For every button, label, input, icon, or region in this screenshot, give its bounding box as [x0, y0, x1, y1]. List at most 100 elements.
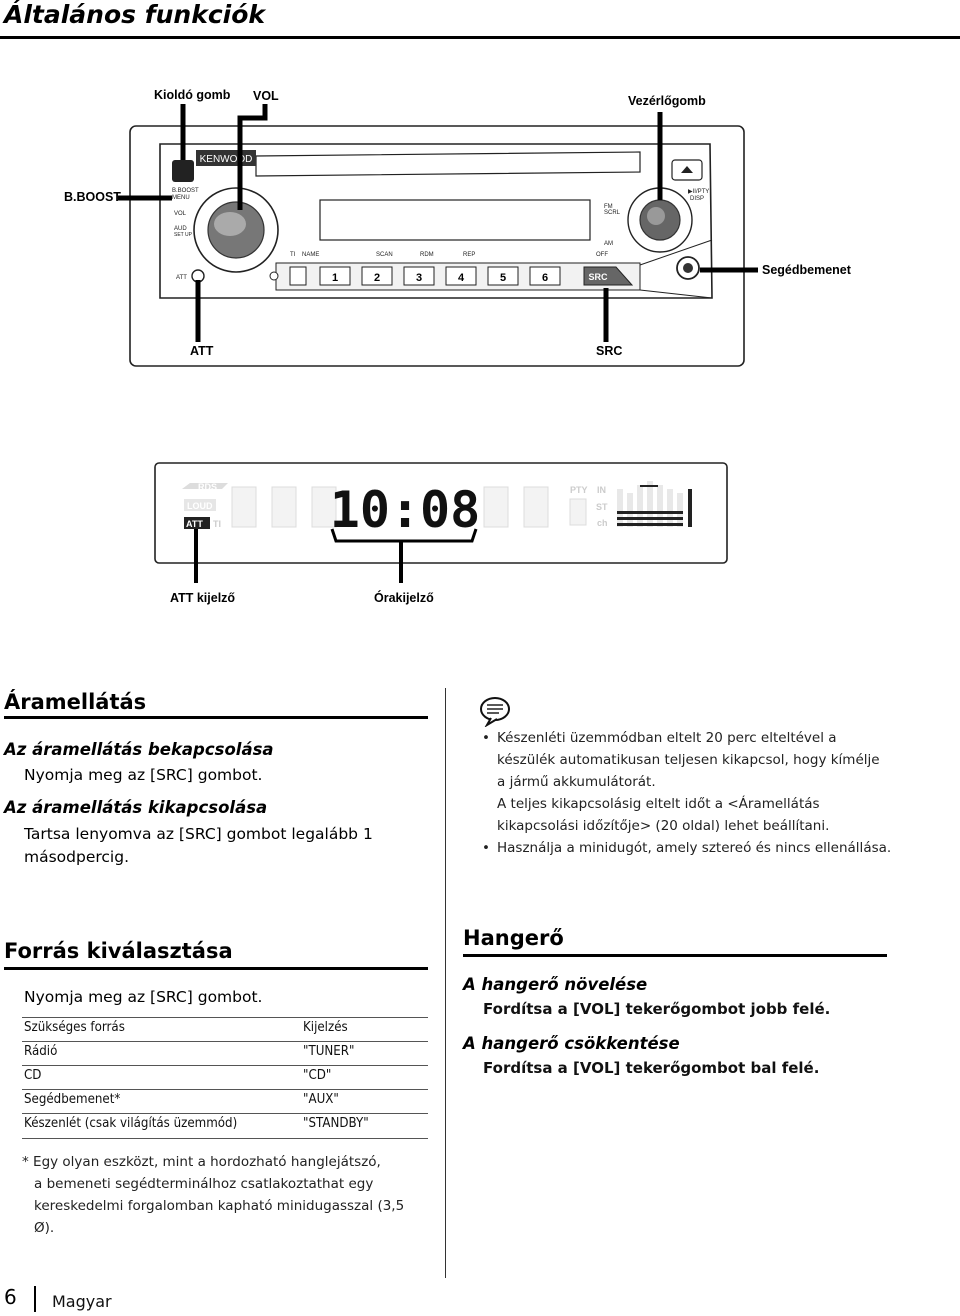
- dim-digit-4: [483, 486, 509, 528]
- ti-indicator-label: TI: [213, 519, 221, 529]
- name-label: NAME: [302, 252, 319, 258]
- callout-att: ATT: [190, 344, 214, 358]
- page-number: 6: [4, 1285, 17, 1309]
- note-b2: Használja a minidugót, amely sztereó és …: [497, 840, 892, 856]
- table-row-2-source: Segédbemenet*: [24, 1092, 121, 1107]
- preset-4-button: [445, 266, 477, 286]
- preset-3-button: [403, 266, 435, 286]
- power-off-title: Az áramellátás kikapcsolása: [4, 798, 268, 817]
- table-header-source: Szükséges forrás: [24, 1020, 125, 1035]
- eject-icon: [681, 166, 693, 173]
- scrl-label: SCRL: [604, 210, 621, 216]
- source-title: Forrás kiválasztása: [4, 939, 233, 963]
- note-b1-l4: A teljes kikapcsolásig eltelt időt a <Ár…: [497, 796, 820, 812]
- note-b1-l3: a jármű akkumulátorát.: [497, 774, 656, 790]
- dim-digit-5: [523, 486, 549, 528]
- table-row-3-display: "STANDBY": [303, 1116, 369, 1131]
- table-row-1-display: "CD": [303, 1068, 332, 1083]
- table-header-line: [22, 1041, 428, 1042]
- callout-src: SRC: [596, 344, 623, 358]
- note-b1-l5: kikapcsolási időzítője> (20 oldal) lehet…: [497, 818, 830, 834]
- volume-up-body: Fordítsa a [VOL] tekerőgombot jobb felé.: [483, 1000, 831, 1018]
- aux-jack-center: [683, 263, 693, 273]
- setup-label: SET UP: [174, 232, 193, 238]
- am-label: AM: [604, 241, 613, 247]
- spectrum-edge: [688, 489, 692, 527]
- power-off-body-2: másodpercig.: [24, 848, 129, 866]
- footnote-l4: Ø).: [34, 1220, 55, 1236]
- preset-2-label: 2: [374, 272, 380, 284]
- volume-down-title: A hangerő csökkentése: [463, 1034, 680, 1053]
- off-label: OFF: [596, 252, 608, 258]
- head-unit-diagram: KENWOOD B.BOOST MENU VOL AUD SET UP TI N…: [118, 104, 758, 367]
- power-on-body: Nyomja meg az [SRC] gombot.: [24, 766, 263, 784]
- source-rule: [4, 967, 428, 970]
- loud-indicator: [184, 499, 216, 511]
- att-indicator-label: ATT: [186, 519, 203, 529]
- vol-leader: [237, 104, 268, 210]
- volume-title: Hangerő: [463, 926, 564, 950]
- table-row-1-source: CD: [24, 1068, 42, 1083]
- loud-label: LOUD: [187, 501, 213, 511]
- spectrum-bar: [627, 493, 633, 527]
- in-label: IN: [597, 485, 606, 495]
- table-row-0-source: Rádió: [24, 1044, 58, 1059]
- table-row-3-source: Készenlét (csak világítás üzemmód): [24, 1116, 238, 1131]
- note-b1-l2: készülék automatikusan teljesen kikapcso…: [497, 752, 880, 768]
- table-row-2-display: "AUX": [303, 1092, 339, 1107]
- spectrum-bar: [637, 485, 643, 527]
- ch-label: ch: [597, 518, 608, 528]
- panel-edge-line: [639, 239, 713, 266]
- page-title: Általános funkciók: [4, 0, 266, 29]
- callout-release: Kioldó gomb: [154, 88, 231, 102]
- table-row-line: [22, 1113, 428, 1114]
- clock-digits: 10:08: [330, 481, 481, 539]
- preset-3-label: 3: [416, 272, 422, 284]
- cd-slot: [255, 151, 641, 177]
- spectrum-line: [617, 511, 683, 514]
- rds-indicator: [182, 483, 228, 489]
- preset-4-label: 4: [458, 272, 465, 284]
- lcd-diagram: RDS LOUD ATT TI PTY IN ST ch 10:08: [154, 462, 728, 583]
- callout-att-indicator: ATT kijelző: [170, 591, 236, 605]
- dim-digit-3: [311, 486, 337, 528]
- vol-small-label: VOL: [174, 211, 187, 217]
- rdm-label: RDM: [420, 252, 434, 258]
- callout-control: Vezérlőgomb: [628, 94, 706, 108]
- footnote-l3: kereskedelmi forgalomban kapható minidug…: [34, 1198, 405, 1214]
- spectrum-bar: [647, 481, 653, 527]
- note-bullet-2-dot: •: [482, 840, 490, 856]
- display-window: [319, 199, 591, 241]
- preset-0-button: [289, 266, 307, 286]
- footnote-l2: a bemeneti segédterminálhoz csatlakoztat…: [34, 1176, 374, 1192]
- spectrum-top-line: [640, 485, 658, 487]
- preset-6-label: 6: [542, 272, 548, 284]
- preset-1-button: [319, 266, 351, 286]
- rds-label: RDS: [198, 482, 217, 492]
- spectrum-bar: [667, 489, 673, 527]
- note-icon: [480, 697, 510, 727]
- note-bullet-1-dot: •: [482, 730, 490, 746]
- reset-button: [269, 271, 279, 281]
- table-bottom-line: [22, 1138, 428, 1139]
- footnote-l1: * Egy olyan eszközt, mint a hordozható h…: [22, 1154, 381, 1170]
- st-label: ST: [596, 502, 608, 512]
- footer-divider: [34, 1286, 36, 1312]
- disp-label: DISP: [690, 196, 704, 202]
- src-button-label: SRC: [588, 272, 608, 282]
- note-b1-l1: Készenléti üzemmódban eltelt 20 perc elt…: [497, 730, 837, 746]
- spectrum-bar: [617, 489, 623, 527]
- table-header-display: Kijelzés: [303, 1020, 348, 1035]
- power-on-title: Az áramellátás bekapcsolása: [4, 740, 274, 759]
- ti-label: TI: [290, 252, 296, 258]
- src-button: [583, 266, 634, 286]
- att-indicator: [184, 517, 210, 529]
- clock-bracket: [330, 528, 478, 543]
- vol-knob-highlight: [214, 212, 246, 236]
- column-divider: [445, 688, 446, 1278]
- menu-label: MENU: [172, 195, 190, 201]
- table-row-0-display: "TUNER": [303, 1044, 355, 1059]
- panel-edge-line-2: [639, 289, 713, 299]
- rep-label: REP: [463, 252, 475, 258]
- control-knob-highlight: [647, 207, 665, 225]
